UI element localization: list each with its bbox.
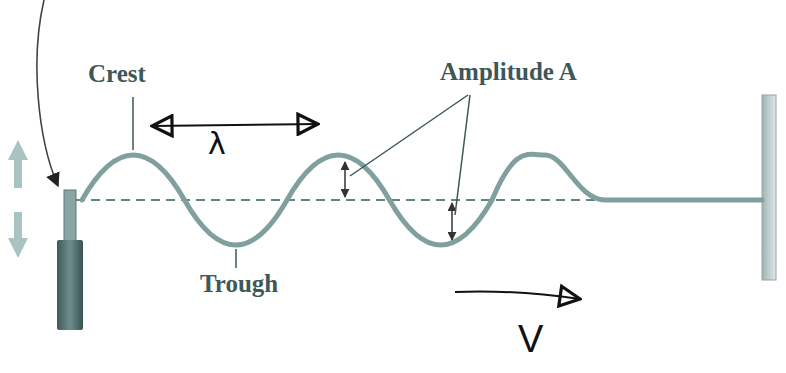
- crest-label: Crest: [88, 60, 146, 89]
- velocity-arrow: [455, 291, 580, 299]
- oscillator-block: [57, 240, 83, 330]
- velocity-symbol: V: [518, 318, 543, 362]
- wavelength-arrow: [152, 124, 318, 126]
- oscillator-rod: [64, 190, 76, 242]
- amplitude-leader: [455, 95, 470, 215]
- wave-string: [82, 154, 762, 245]
- trough-leader: [235, 249, 237, 268]
- motion-arrows: [8, 140, 28, 258]
- wavelength-symbol: λ: [208, 127, 226, 162]
- amplitude-marker: [344, 162, 346, 197]
- pointer-arrow: [37, 0, 58, 186]
- crest-leader: [132, 97, 134, 150]
- amplitude-leader: [350, 95, 468, 176]
- trough-label: Trough: [200, 270, 278, 299]
- amplitude-marker: [451, 203, 453, 240]
- amplitude-label: Amplitude A: [440, 58, 577, 87]
- equilibrium-line: [76, 199, 625, 201]
- wall: [762, 95, 776, 280]
